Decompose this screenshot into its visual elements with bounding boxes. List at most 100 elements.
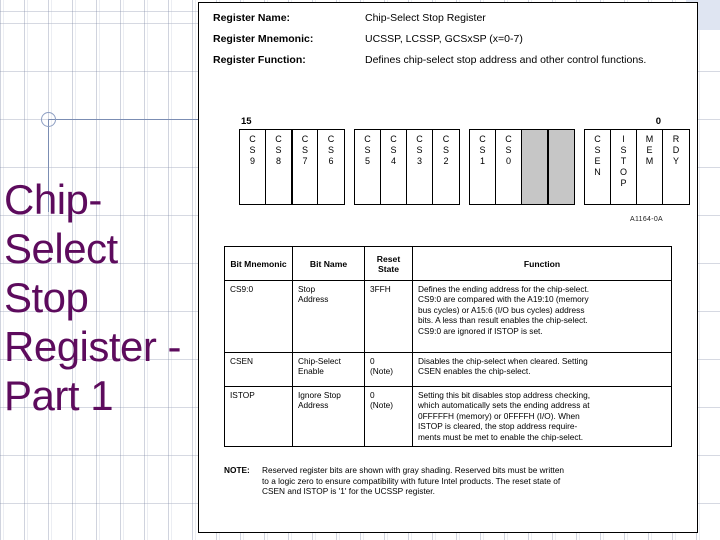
cell-function: Setting this bit disables stop address c… <box>412 386 672 447</box>
register-header-block: Register Name: Chip-Select Stop Register… <box>213 12 683 75</box>
bit-cell-reserved <box>548 130 574 204</box>
cell-bit-name: Stop Address <box>292 280 365 353</box>
register-name-row: Register Name: Chip-Select Stop Register <box>213 12 683 25</box>
bit-cell-char: S <box>301 145 308 155</box>
note-label: NOTE: <box>224 465 250 475</box>
register-function-row: Register Function: Defines chip-select s… <box>213 54 683 67</box>
bit-cell-char: S <box>364 145 371 155</box>
bit-cell-char: C <box>442 134 450 144</box>
cell-bit-mnemonic: ISTOP <box>224 386 293 447</box>
lsb-label: 0 <box>655 116 661 127</box>
bit-cell-char: 7 <box>302 156 308 166</box>
header-bit-mnemonic: Bit Mnemonic <box>224 246 293 281</box>
bit-cell-char: S <box>594 145 601 155</box>
bit-cell-char: 8 <box>275 156 281 166</box>
bit-cell-char: P <box>620 178 627 188</box>
header-function: Function <box>412 246 672 281</box>
bit-cell-char: N <box>594 167 601 177</box>
bit-cell-char: C <box>505 134 512 144</box>
bit-cell-char: T <box>620 156 627 166</box>
bit-cell-char: I <box>622 134 625 144</box>
bit-cell-char: C <box>416 134 423 144</box>
cell-reset-state: 3FFH <box>364 280 413 353</box>
content-panel: Register Name: Chip-Select Stop Register… <box>198 2 698 533</box>
cell-bit-mnemonic: CS9:0 <box>224 280 293 353</box>
slide-title: Chip-Select Stop Register - Part 1 <box>4 176 182 419</box>
bit-cell-char: 0 <box>505 156 511 166</box>
bit-cell-char: S <box>442 145 449 155</box>
cell-reset-state: 0 (Note) <box>364 386 413 447</box>
bit-cell-char: C <box>249 134 256 144</box>
bit-cell-char: C <box>327 134 335 144</box>
bit-cell-char: D <box>672 145 680 155</box>
bit-cell-char: Y <box>672 156 679 166</box>
bit-cell-char: 9 <box>249 156 255 166</box>
bit-cell-char: C <box>275 134 282 144</box>
cell-function: Defines the ending address for the chip-… <box>412 280 672 353</box>
bit-cell-char: 2 <box>443 156 449 166</box>
bit-cell-char: O <box>619 167 627 177</box>
bit-cell-char: S <box>416 145 423 155</box>
bit-cell-char: C <box>364 134 371 144</box>
bit-cell-char: S <box>390 145 397 155</box>
bit-diagram-axis: 15 0 <box>239 116 663 129</box>
register-function-value: Defines chip-select stop address and oth… <box>365 54 647 66</box>
cell-bit-mnemonic: CSEN <box>224 352 293 387</box>
cell-function: Disables the chip-select when cleared. S… <box>412 352 672 387</box>
header-reset-state: Reset State <box>364 246 413 281</box>
bit-cell-char: C <box>594 134 601 144</box>
bit-cell-char: S <box>479 145 486 155</box>
bit-cell-char: M <box>645 156 654 166</box>
bit-cell-char: 4 <box>390 156 396 166</box>
bit-cell-char: E <box>646 145 653 155</box>
bit-cell-char: 6 <box>328 156 334 166</box>
bit-cell-char: S <box>505 145 512 155</box>
decorative-vertical-line <box>48 119 49 212</box>
register-name-label: Register Name: <box>213 12 291 24</box>
register-mnemonic-row: Register Mnemonic: UCSSP, LCSSP, GCSxSP … <box>213 33 683 46</box>
bit-cell-char: C <box>390 134 397 144</box>
bit-cell-char: S <box>249 145 256 155</box>
note-block: NOTE: Reserved register bits are shown w… <box>224 465 672 497</box>
register-mnemonic-value: UCSSP, LCSSP, GCSxSP (x=0-7) <box>365 33 523 45</box>
bit-cell-char: 5 <box>364 156 370 166</box>
decorative-horizontal-line <box>48 119 198 120</box>
register-function-label: Register Function: <box>213 54 306 66</box>
msb-label: 15 <box>241 116 252 127</box>
bit-cell-char: 1 <box>479 156 485 166</box>
bit-cell-char: S <box>275 145 282 155</box>
register-name-value: Chip-Select Stop Register <box>365 12 486 24</box>
figure-id-label: A1164-0A <box>629 216 663 223</box>
bit-cell-char: E <box>594 156 601 166</box>
bit-description-table: Bit Mnemonic Bit Name Reset State Functi… <box>224 246 672 447</box>
note-text: Reserved register bits are shown with gr… <box>262 465 565 497</box>
bit-cell-char: S <box>327 145 334 155</box>
bit-cell-char: S <box>620 145 627 155</box>
decorative-circle <box>41 112 56 127</box>
bit-cell-char: C <box>301 134 309 144</box>
bit-cell-char: R <box>672 134 680 144</box>
